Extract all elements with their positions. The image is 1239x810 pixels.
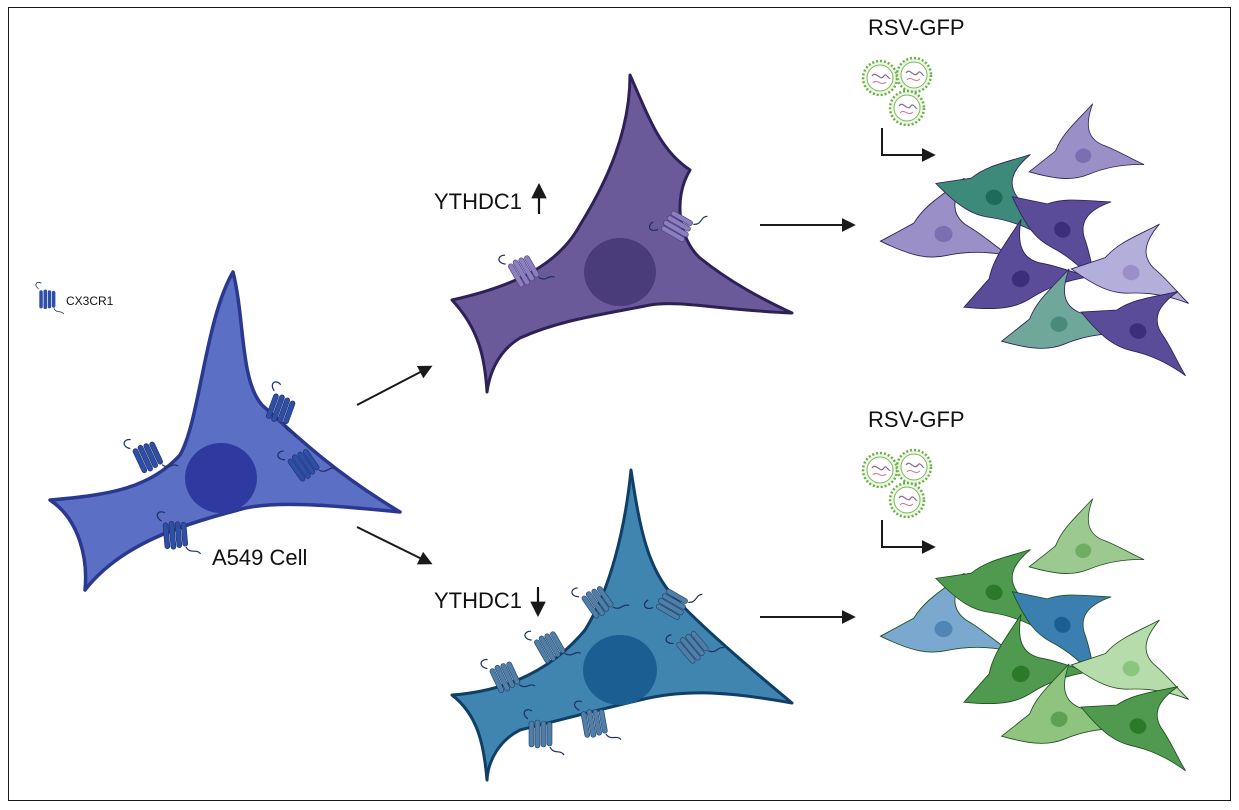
upper-nucleus [584,238,656,306]
virus-icon [861,448,933,519]
cx3cr1-receptor-icon [35,281,65,315]
upper-cell-body [450,73,794,394]
lower-cell-population [880,491,1217,773]
lower-cell-body [450,468,794,782]
legend: CX3CR1 [35,281,114,315]
arrow-to-upper [356,365,433,406]
lower-nucleus [583,635,657,705]
upper-cell: YTHDC1 [434,73,794,394]
lower-virus: RSV-GFP [861,407,965,554]
upper-cell-population [880,96,1217,378]
parent-nucleus [185,443,257,513]
upper-virus-label: RSV-GFP [868,15,965,40]
parent-cell: A549 Cell [48,270,402,592]
virus-icon [861,56,933,127]
figure-frame [8,7,1231,801]
legend-label: CX3CR1 [66,294,114,308]
lower-gene-label: YTHDC1 [434,588,522,613]
upper-gene-label: YTHDC1 [434,189,522,214]
parent-cell-label: A549 Cell [212,545,307,570]
upper-virus: RSV-GFP [861,15,965,162]
arrow-to-lower [356,526,433,565]
entry-arrow-icon [881,128,936,162]
entry-arrow-icon [881,520,936,554]
lower-virus-label: RSV-GFP [868,407,965,432]
parent-cell-body [48,270,402,592]
lower-cell: YTHDC1 [434,468,794,782]
